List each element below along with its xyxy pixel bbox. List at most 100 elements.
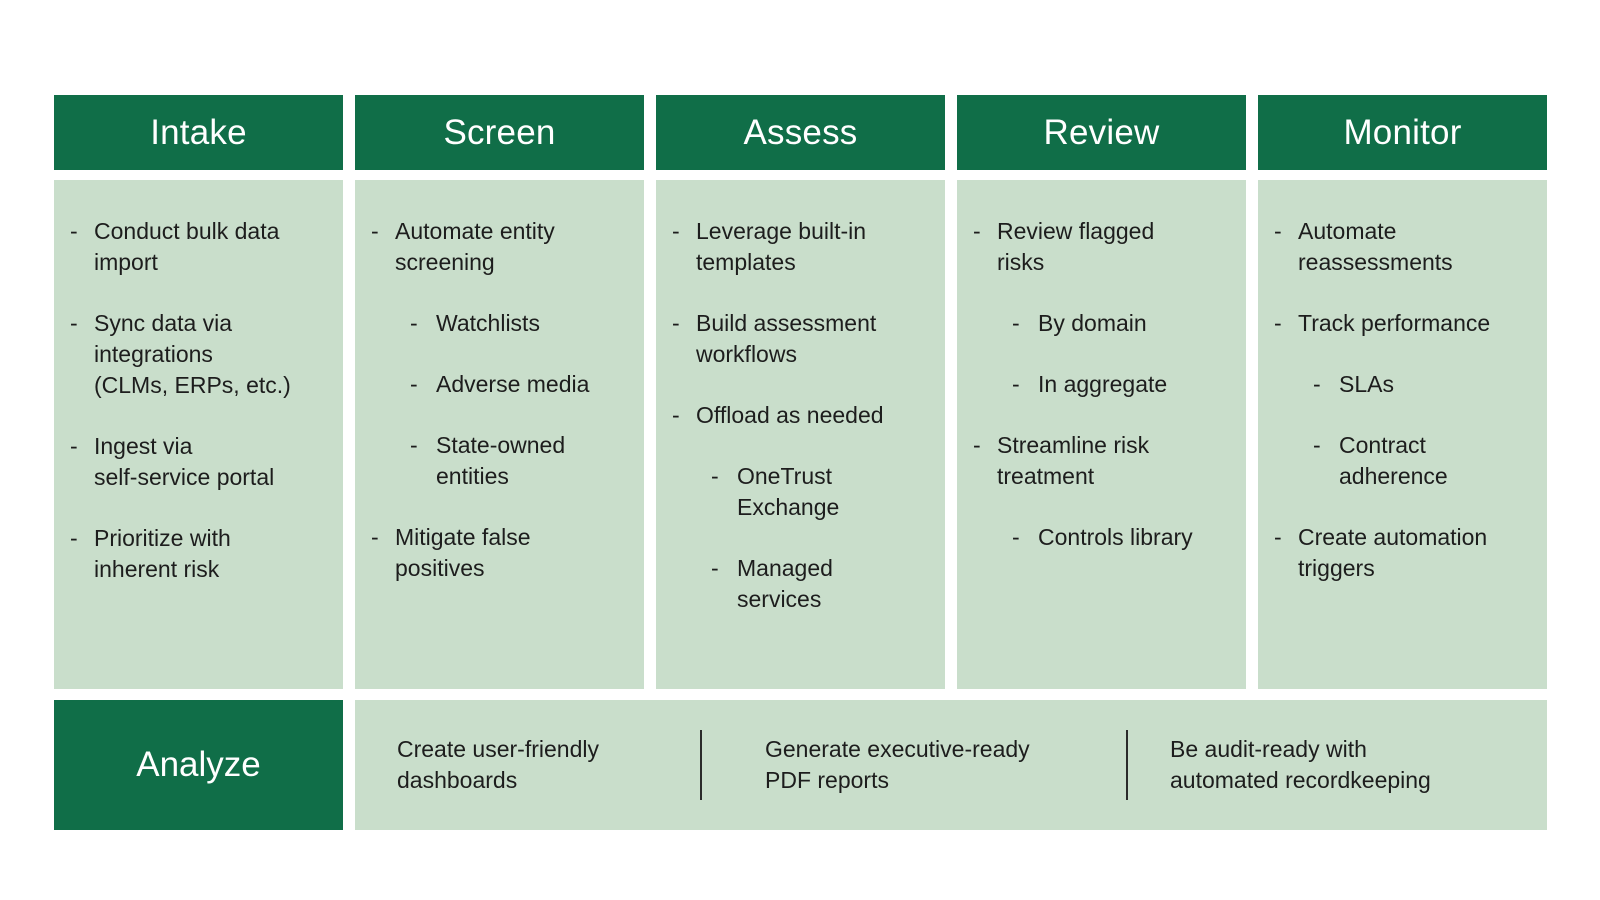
list-item: - Leverage built-in templates (656, 216, 945, 278)
column-header-monitor: Monitor (1258, 95, 1547, 170)
dash-bullet: - (672, 310, 680, 336)
dash-bullet: - (1274, 218, 1282, 244)
list-item-text: Streamline risk treatment (997, 432, 1150, 489)
column-title: Assess (743, 112, 858, 152)
list-item: - Create automation triggers (1258, 522, 1547, 584)
column-header-assess: Assess (656, 95, 945, 170)
column-body-monitor: - Automate reassessments - Track perform… (1258, 180, 1547, 689)
list-item: - Streamline risk treatment (957, 430, 1246, 492)
list-item: - Review flagged risks (957, 216, 1246, 278)
list-item: - Automate entity screening (355, 216, 644, 278)
column-title: Screen (443, 112, 556, 152)
list-item-text: State-owned entities (436, 432, 566, 489)
dash-bullet: - (1274, 310, 1282, 336)
column-header-intake: Intake (54, 95, 343, 170)
dash-bullet: - (70, 525, 78, 551)
list-subitem: - OneTrust Exchange (656, 461, 945, 523)
list-item-text: Review flagged risks (997, 218, 1155, 275)
list-subitem: - Contract adherence (1258, 430, 1547, 492)
segment-divider (700, 730, 702, 800)
dash-bullet: - (1313, 432, 1321, 458)
column-screen: Screen - Automate entity screening - Wat… (355, 95, 644, 689)
analyze-segment-dashboards: Create user-friendly dashboards (355, 700, 700, 830)
list-item-text: By domain (1038, 310, 1147, 336)
list-item-text: Mitigate false positives (395, 524, 531, 581)
list-item-text: Automate reassessments (1298, 218, 1453, 275)
dash-bullet: - (410, 310, 418, 336)
column-monitor: Monitor - Automate reassessments - Track… (1258, 95, 1547, 689)
list-subitem: - Managed services (656, 553, 945, 615)
column-header-screen: Screen (355, 95, 644, 170)
list-item-text: Leverage built-in templates (696, 218, 867, 275)
segment-divider (1126, 730, 1128, 800)
list-item-text: OneTrust Exchange (737, 463, 840, 520)
list-item: - Offload as needed (656, 400, 945, 431)
dash-bullet: - (70, 433, 78, 459)
column-intake: Intake - Conduct bulk data import - Sync… (54, 95, 343, 689)
list-item-text: Conduct bulk data import (94, 218, 280, 275)
list-subitem: - By domain (957, 308, 1246, 339)
dash-bullet: - (973, 218, 981, 244)
list-item: - Sync data via integrations (CLMs, ERPs… (54, 308, 343, 401)
dash-bullet: - (1012, 371, 1020, 397)
dash-bullet: - (70, 218, 78, 244)
column-review: Review - Review flagged risks - By domai… (957, 95, 1246, 689)
analyze-segment-recordkeeping: Be audit-ready with automated recordkeep… (1128, 700, 1547, 830)
list-item-text: Track performance (1298, 310, 1491, 336)
dash-bullet: - (70, 310, 78, 336)
dash-bullet: - (672, 218, 680, 244)
dash-bullet: - (973, 432, 981, 458)
list-item-text: Offload as needed (696, 402, 884, 428)
column-title: Intake (150, 112, 247, 152)
list-item-text: Ingest via self-service portal (94, 433, 275, 490)
list-item-text: Create automation triggers (1298, 524, 1488, 581)
analyze-segment-text: Generate executive-ready PDF reports (765, 736, 1030, 793)
list-subitem: - Adverse media (355, 369, 644, 400)
list-subitem: - Controls library (957, 522, 1246, 553)
dash-bullet: - (371, 524, 379, 550)
list-subitem: - In aggregate (957, 369, 1246, 400)
dash-bullet: - (410, 432, 418, 458)
list-item-text: Managed services (737, 555, 833, 612)
list-item: - Track performance (1258, 308, 1547, 339)
list-item-text: SLAs (1339, 371, 1394, 397)
list-subitem: - Watchlists (355, 308, 644, 339)
dash-bullet: - (672, 402, 680, 428)
list-subitem: - SLAs (1258, 369, 1547, 400)
list-item-text: Prioritize with inherent risk (94, 525, 231, 582)
dash-bullet: - (1274, 524, 1282, 550)
list-item-text: In aggregate (1038, 371, 1168, 397)
analyze-row: Analyze Create user-friendly dashboards … (54, 700, 1547, 830)
list-item-text: Adverse media (436, 371, 590, 397)
analyze-title: Analyze (136, 745, 261, 784)
dash-bullet: - (711, 555, 719, 581)
dash-bullet: - (711, 463, 719, 489)
list-item: - Prioritize with inherent risk (54, 523, 343, 585)
list-item-text: Build assessment workflows (696, 310, 877, 367)
analyze-body: Create user-friendly dashboards Generate… (355, 700, 1547, 830)
analyze-segment-reports: Generate executive-ready PDF reports (702, 700, 1126, 830)
dash-bullet: - (1313, 371, 1321, 397)
analyze-segment-text: Create user-friendly dashboards (397, 736, 599, 793)
dash-bullet: - (410, 371, 418, 397)
dash-bullet: - (371, 218, 379, 244)
process-columns: Intake - Conduct bulk data import - Sync… (54, 95, 1547, 689)
column-title: Review (1043, 112, 1160, 152)
list-item: - Ingest via self-service portal (54, 431, 343, 493)
column-header-review: Review (957, 95, 1246, 170)
analyze-header: Analyze (54, 700, 343, 830)
list-item: - Conduct bulk data import (54, 216, 343, 278)
list-item: - Automate reassessments (1258, 216, 1547, 278)
analyze-segment-text: Be audit-ready with automated recordkeep… (1170, 736, 1431, 793)
list-item-text: Automate entity screening (395, 218, 555, 275)
column-assess: Assess - Leverage built-in templates - B… (656, 95, 945, 689)
list-item-text: Watchlists (436, 310, 540, 336)
list-item: - Build assessment workflows (656, 308, 945, 370)
list-item-text: Sync data via integrations (CLMs, ERPs, … (94, 310, 291, 398)
list-item: - Mitigate false positives (355, 522, 644, 584)
column-body-review: - Review flagged risks - By domain - In … (957, 180, 1246, 689)
dash-bullet: - (1012, 524, 1020, 550)
column-body-screen: - Automate entity screening - Watchlists… (355, 180, 644, 689)
list-item-text: Contract adherence (1339, 432, 1448, 489)
